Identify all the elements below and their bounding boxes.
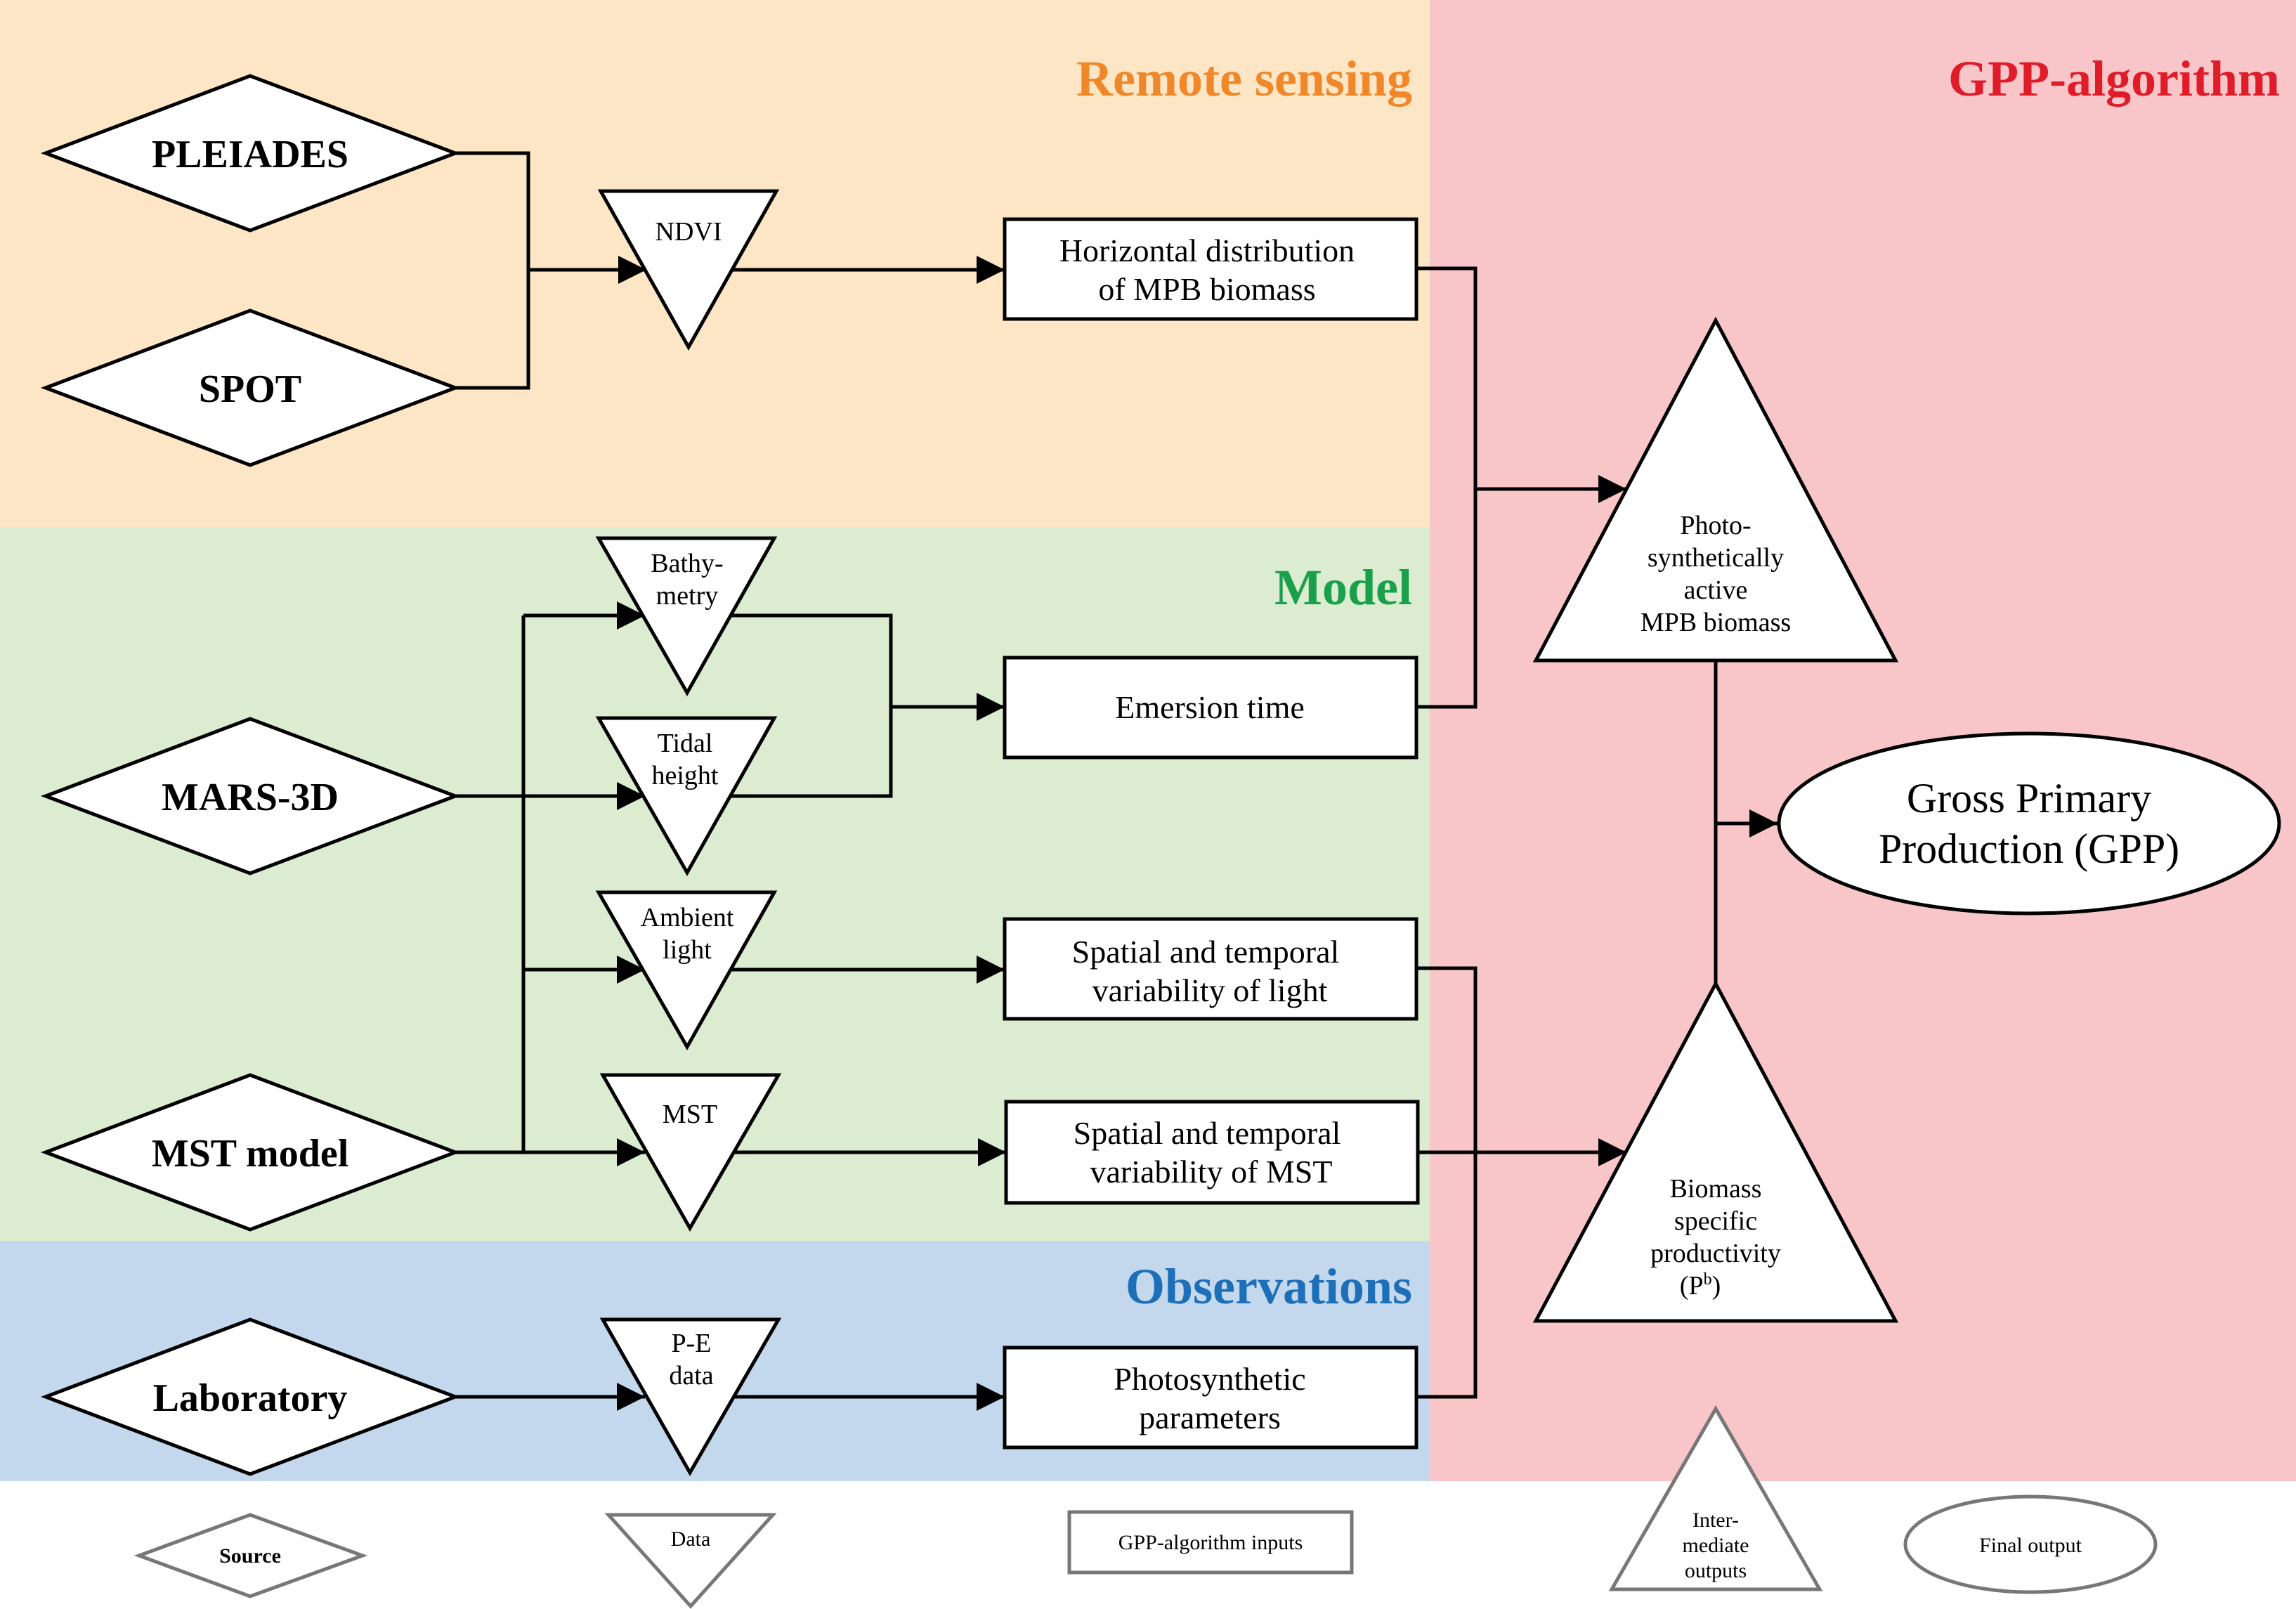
source-diamond [40,308,461,467]
legend-triangle [604,1513,777,1609]
source-diamond [40,1073,461,1232]
source-mst-model: MST model [40,1073,461,1232]
data-mst: MST [599,1073,782,1232]
data-triangle [597,189,780,351]
source-mars3d: MARS-3D [40,717,461,875]
input-box [1003,917,1418,1021]
legend-ellipse [1903,1494,2158,1594]
panel-title-gpp-algorithm: GPP-algorithm [1948,51,2280,107]
source-diamond [40,1317,461,1476]
legend-final-label: Final output [1979,1534,2082,1557]
legend-final: Final output [1903,1494,2158,1594]
connector-pleiades [455,151,530,270]
data-triangle [599,1073,782,1232]
legend: Source Data GPP-algorithm inputs Inter-m… [133,1405,2158,1609]
data-label: Bathy-metry [651,549,723,611]
panel-title-model: Model [1274,559,1412,615]
source-label: MARS-3D [162,776,339,819]
input-box [1003,656,1418,760]
intermediate-triangle [1532,979,1899,1323]
data-ndvi: NDVI [597,189,780,351]
input-box [1003,217,1418,321]
data-triangle [595,536,778,697]
final-ellipse [1777,731,2281,916]
source-label: PLEIADES [152,133,348,176]
source-diamond [40,74,461,233]
legend-data-label: Data [671,1527,711,1551]
panel-title-observations: Observations [1126,1258,1412,1315]
data-label: NDVI [655,217,722,247]
source-laboratory: Laboratory [40,1317,461,1476]
input-emersion-time: Emersion time [1003,656,1418,760]
legend-inputs-label: GPP-algorithm inputs [1118,1531,1303,1554]
connector-lower-inputs [1416,966,1478,1399]
source-label: Laboratory [153,1376,348,1420]
source-label: SPOT [199,367,301,411]
source-diamond [40,717,461,875]
legend-big-triangle [1608,1405,1823,1591]
source-label: MST model [152,1132,349,1175]
connectors [455,151,1778,1411]
intermediate-triangle [1532,316,1899,663]
data-triangle [599,1317,782,1477]
source-spot: SPOT [40,308,461,467]
input-box [1003,1346,1418,1450]
connector-spot [455,270,530,390]
legend-box [1067,1510,1354,1575]
legend-data: Data [604,1513,777,1609]
data-bathymetry: Bathy-metry [595,536,778,697]
legend-source: Source [133,1513,368,1598]
panel-title-remote-sensing: Remote sensing [1076,51,1412,107]
panel-gpp-algorithm [1430,0,2296,1481]
legend-inputs: GPP-algorithm inputs [1067,1510,1354,1575]
legend-diamond [133,1513,368,1598]
data-triangle [595,890,778,1051]
data-triangle [595,716,778,877]
source-pleiades: PLEIADES [40,74,461,233]
legend-source-label: Source [219,1544,281,1568]
data-label: MST [663,1100,717,1129]
input-box [1004,1100,1420,1205]
input-label: Emersion time [1115,689,1305,725]
